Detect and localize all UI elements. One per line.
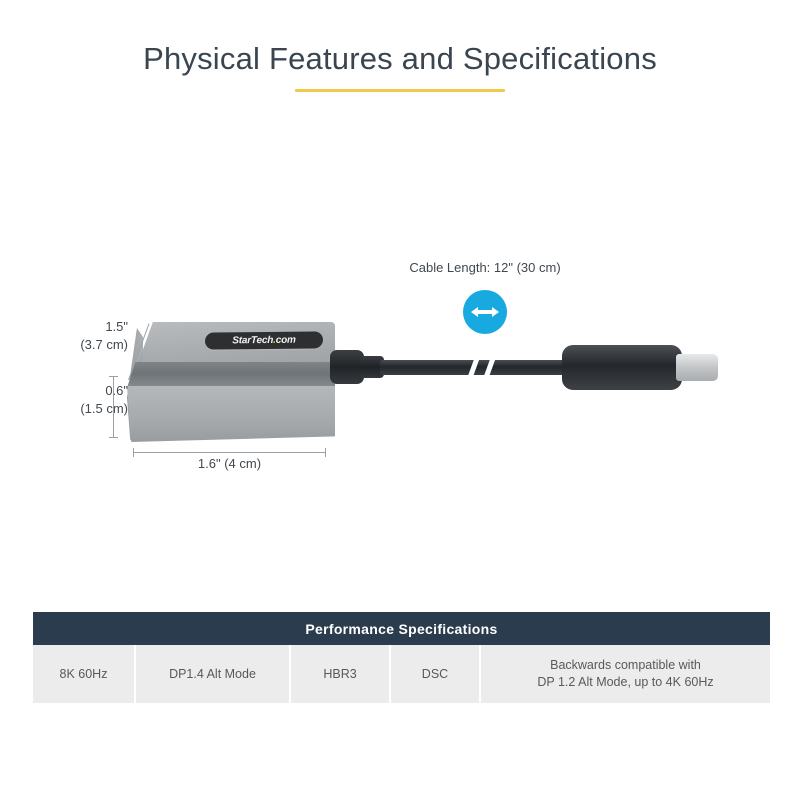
spec-cell-alt-mode: DP1.4 Alt Mode (136, 645, 291, 703)
cable-strain-relief-taper (360, 356, 384, 378)
spec-table-row: 8K 60Hz DP1.4 Alt Mode HBR3 DSC Backward… (33, 645, 770, 703)
adapter-housing: StarTech.com (127, 322, 335, 444)
title-underline-accent (295, 89, 505, 92)
dimension-depth-line (109, 376, 118, 438)
cable-length-callout: Cable Length: 12" (30 cm) (400, 260, 570, 334)
dimension-depth-label: 0.6" (1.5 cm) (40, 382, 128, 418)
cable-strain-relief (330, 350, 364, 384)
dimension-width-line (133, 448, 326, 457)
title-block: Physical Features and Specifications (0, 38, 800, 92)
double-arrow-horizontal-icon (471, 307, 499, 317)
startech-logo: StarTech.com (204, 331, 324, 350)
spec-cell-resolution: 8K 60Hz (33, 645, 136, 703)
spec-table-header: Performance Specifications (33, 612, 770, 645)
page-title: Physical Features and Specifications (143, 41, 657, 76)
usb-c-connector-housing (562, 345, 682, 390)
usb-c-connector-tip (676, 354, 718, 381)
cable-length-label: Cable Length: 12" (30 cm) (409, 260, 561, 275)
performance-specifications-table: Performance Specifications 8K 60Hz DP1.4… (33, 612, 770, 703)
adapter-bottom-face (127, 386, 335, 442)
adapter-front-edge (127, 362, 335, 388)
cable-length-badge (463, 290, 507, 334)
spec-cell-dsc: DSC (391, 645, 481, 703)
dimension-height-inches: 1.5" (105, 319, 128, 334)
dimension-height-label: 1.5" (3.7 cm) (48, 318, 128, 354)
dimension-width-label: 1.6" (4 cm) (197, 456, 262, 471)
cable (380, 360, 585, 375)
dimension-height-cm: (3.7 cm) (80, 337, 128, 352)
spec-cell-link-rate: HBR3 (291, 645, 391, 703)
product-illustration: Cable Length: 12" (30 cm) StarTech.com (0, 240, 800, 510)
startech-logo-text: StarTech.com (232, 334, 296, 347)
spec-table-header-title: Performance Specifications (305, 620, 498, 637)
dimension-depth-inches: 0.6" (105, 383, 128, 398)
dimension-depth-cm: (1.5 cm) (80, 401, 128, 416)
